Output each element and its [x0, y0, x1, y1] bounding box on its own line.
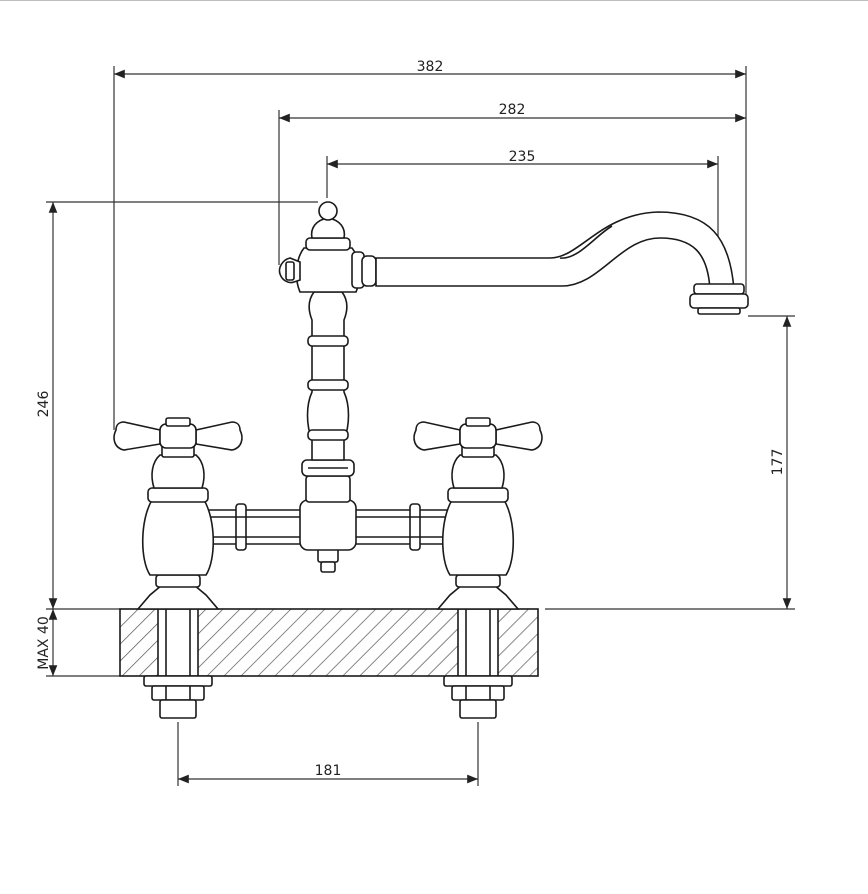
deck-section — [119, 608, 539, 677]
dim-label-181: 181 — [315, 763, 342, 779]
dim-label-177: 177 — [770, 449, 786, 476]
dimension-177 — [545, 315, 795, 610]
dimension-382 — [113, 66, 747, 430]
dim-label-235: 235 — [509, 149, 536, 165]
central-body — [278, 201, 377, 573]
dimension-246 — [46, 201, 318, 610]
dimension-181 — [177, 722, 479, 786]
dim-label-246: 246 — [36, 391, 52, 418]
left-valve — [113, 417, 243, 610]
dimension-max-40 — [46, 609, 120, 677]
dim-label-max-40: MAX 40 — [36, 616, 52, 670]
right-nut — [443, 675, 513, 719]
spout — [375, 211, 749, 315]
dim-label-282: 282 — [499, 102, 526, 118]
left-nut — [143, 675, 213, 719]
right-valve — [413, 417, 543, 610]
dim-label-382: 382 — [417, 59, 444, 75]
top-frame-border — [0, 0, 868, 1]
dimension-282 — [278, 110, 746, 265]
